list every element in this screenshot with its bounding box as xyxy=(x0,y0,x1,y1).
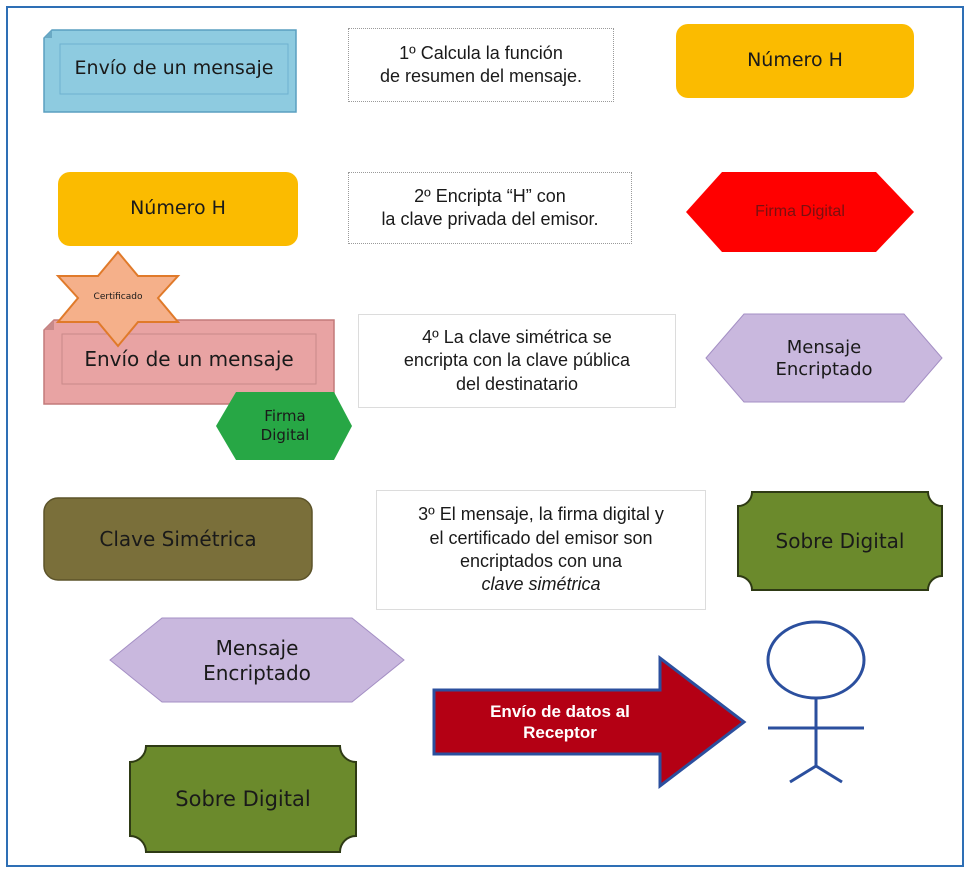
diagram-frame xyxy=(6,6,964,867)
envio-datos-label: Envío de datos al Receptor xyxy=(490,701,630,742)
envio-datos-arrow xyxy=(432,654,747,790)
numero-h-box-2 xyxy=(58,172,298,246)
step2-note: 2º Encripta “H” con la clave privada del… xyxy=(348,172,632,244)
numero-h-box-1 xyxy=(676,24,914,98)
sobre-digital-label-2: Sobre Digital xyxy=(175,786,311,811)
envio-mensaje-shape-1 xyxy=(43,29,297,113)
firma-digital-hexagon-1 xyxy=(686,172,914,252)
mensaje-encriptado-hexagon-2 xyxy=(109,617,405,703)
envio-mensaje-label-1: Envío de un mensaje xyxy=(74,57,274,80)
step3-note-line2: el certificado del emisor son xyxy=(429,527,653,548)
sobre-digital-plaque-1 xyxy=(737,491,943,591)
firma-digital-label-1: Firma Digital xyxy=(755,203,845,220)
firma-digital-label-2: Firma Digital xyxy=(260,407,310,444)
step1-note: 1º Calcula la función de resumen del men… xyxy=(348,28,614,102)
step4-note: 4º La clave simétrica se encripta con la… xyxy=(358,314,676,408)
envio-mensaje-label-2: Envío de un mensaje xyxy=(84,346,294,371)
sobre-digital-plaque-2 xyxy=(129,745,357,853)
step3-note-line1: 3º El mensaje, la firma digital y xyxy=(418,504,664,525)
mensaje-encriptado-label-1: Mensaje Encriptado xyxy=(775,336,873,381)
certificado-label: Certificado xyxy=(93,292,143,303)
mensaje-encriptado-hexagon-1 xyxy=(705,313,943,403)
firma-digital-hexagon-2 xyxy=(216,392,352,460)
clave-simetrica-box xyxy=(43,497,313,581)
sobre-digital-label-1: Sobre Digital xyxy=(775,528,905,553)
numero-h-label-2: Número H xyxy=(130,197,226,220)
numero-h-label-1: Número H xyxy=(747,49,843,72)
step3-note-line4: clave simétrica xyxy=(481,574,601,595)
step3-note: 3º El mensaje, la firma digital y el cer… xyxy=(376,490,706,610)
step3-note-line3: encriptados con una xyxy=(459,551,623,571)
stick-figure-icon xyxy=(766,620,866,784)
mensaje-encriptado-label-2: Mensaje Encriptado xyxy=(203,636,311,685)
certificado-star xyxy=(55,250,181,348)
clave-simetrica-label: Clave Simétrica xyxy=(99,526,257,551)
